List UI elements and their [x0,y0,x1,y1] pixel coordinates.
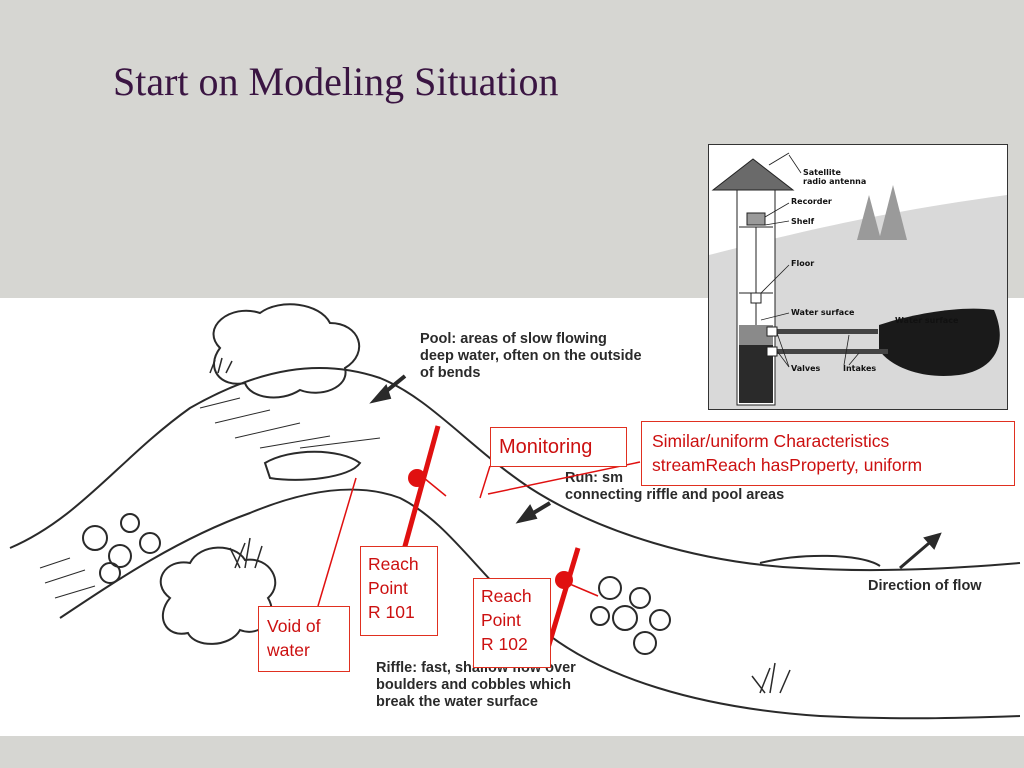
floor-label: Floor [791,259,815,268]
intakes-label: Intakes [843,364,877,373]
run-label: Run: sm [565,470,623,486]
valves-label: Valves [791,364,821,373]
reach-point-r102-callout: Reach Point R 102 [473,578,551,668]
monitoring-callout: Monitoring [490,427,627,467]
water-surface-outer-label: Water surface [895,316,959,325]
satellite-antenna-label: Satellite radio antenna [803,168,867,186]
gauge-station-drawing [709,152,1007,409]
gauge-station-diagram: Satellite radio antenna Recorder Shelf F… [708,144,1008,410]
stream-drawing [9,303,1021,720]
direction-of-flow-label: Direction of flow [868,578,982,594]
slide-title: Start on Modeling Situation [113,59,559,104]
characteristics-callout: Similar/uniform Characteristics streamRe… [641,421,1015,486]
reach-point-r101-callout: Reach Point R 101 [360,546,438,636]
void-of-water-callout: Void of water [258,606,350,672]
riffle-label: Riffle: fast, shallow flow over boulders… [376,660,576,710]
pool-label: Pool: areas of slow flowing deep water, … [420,331,642,381]
run-label-continued: connecting riffle and pool areas [565,487,785,503]
water-surface-inner-label: Water surface [791,308,855,317]
shelf-label: Shelf [791,217,815,226]
recorder-label: Recorder [791,197,832,206]
